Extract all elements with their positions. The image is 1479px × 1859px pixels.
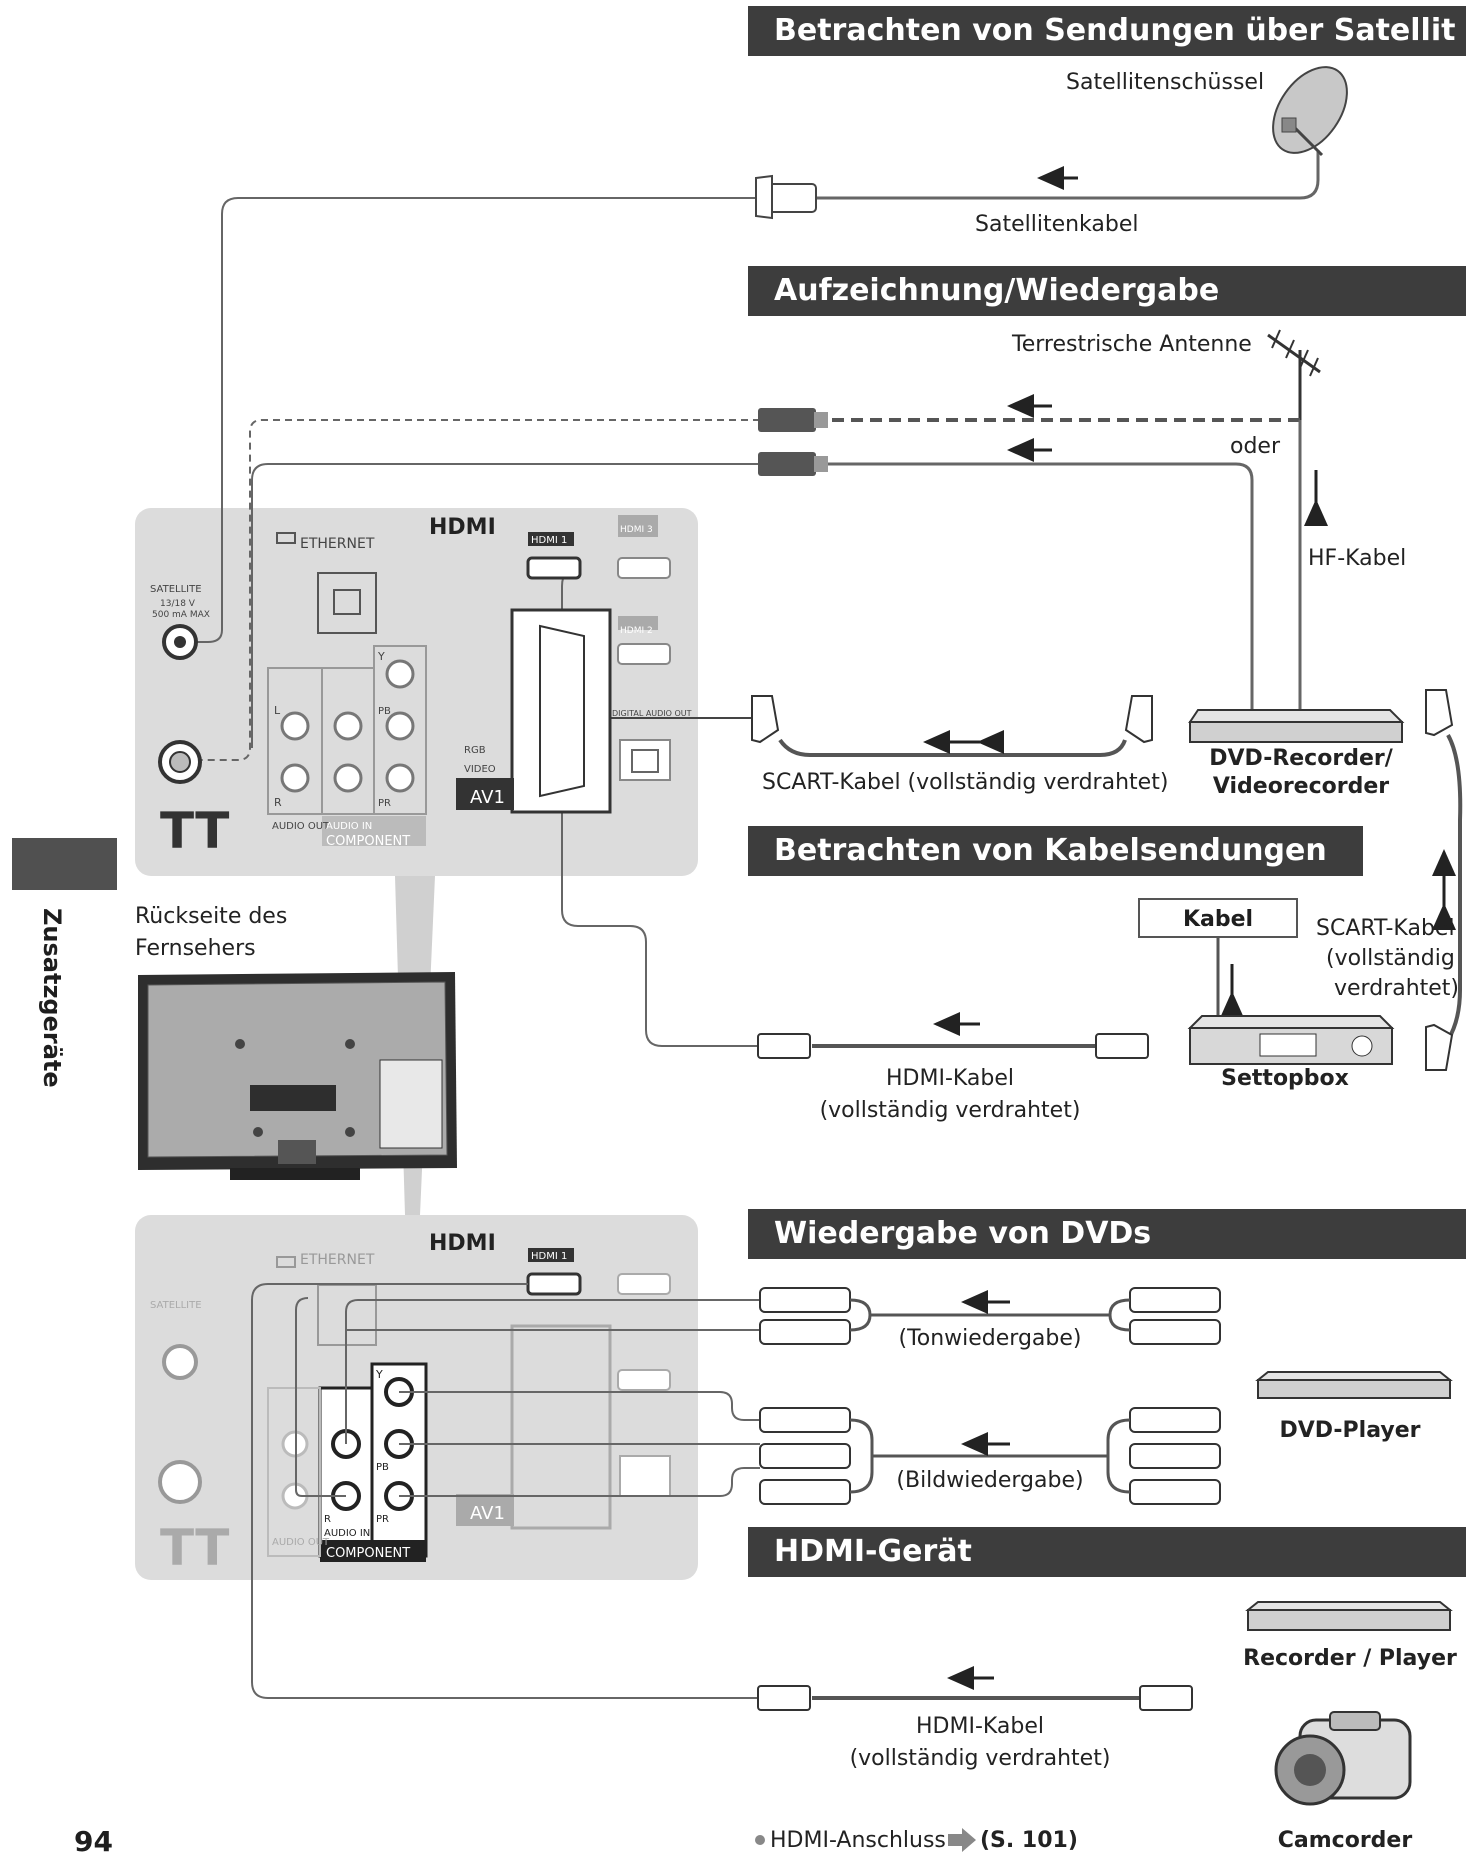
satellite-cable [196, 150, 1320, 643]
hdmi3-label: HDMI 3 [620, 525, 653, 535]
ethernet-label-2: ETHERNET [300, 1252, 375, 1268]
hdmi2-label: HDMI 2 [620, 626, 653, 636]
header-satellite: Betrachten von Sendungen über Satellit [748, 6, 1466, 56]
svg-text:TT: TT [160, 802, 229, 860]
hdmi2-cable-label-1: HDMI-Kabel [915, 1714, 1045, 1739]
rca-audio-cables [295, 1287, 1221, 1497]
scart-cable-settop [1425, 689, 1463, 1071]
satellite-cable-label: Satellitenkabel [975, 212, 1139, 237]
page-number: 94 [74, 1825, 113, 1858]
satellite-spec-2: 500 mA MAX [152, 610, 210, 620]
hdmi-cable-label-2: (vollständig verdrahtet) [819, 1098, 1081, 1123]
header-hdmi: HDMI-Gerät [748, 1527, 1466, 1577]
audio-playback-label: (Tonwiedergabe) [898, 1326, 1082, 1351]
port-r-label: R [274, 796, 282, 809]
hdmi-logo-label-2: HDMI [429, 1231, 496, 1256]
hdmi-cable-label-1: HDMI-Kabel [885, 1066, 1015, 1091]
scart2-label-2: (vollständig [1326, 946, 1455, 971]
audio-in-label: AUDIO IN [326, 821, 372, 832]
panel-bottom-ports: TT [158, 1248, 671, 1577]
hdmi1-label-2: HDMI 1 [531, 1251, 567, 1262]
audio-out-label: AUDIO OUT [272, 821, 330, 832]
bullet-icon [755, 1835, 765, 1845]
camcorder-label: Camcorder [1277, 1828, 1413, 1853]
header-cable: Betrachten von Kabelsendungen [748, 826, 1363, 876]
dvd-recorder-label-1: DVD-Recorder/ [1209, 746, 1393, 771]
hdmi1-label: HDMI 1 [531, 535, 567, 546]
rca-video-cables [399, 1391, 1221, 1505]
dvd-player-label: DVD-Player [1279, 1418, 1421, 1443]
hdmi-ref-arrow-icon [948, 1828, 976, 1852]
recorder-player-icon [1245, 1601, 1453, 1631]
port-y-label-2: Y [375, 1368, 383, 1381]
header-recording: Aufzeichnung/Wiedergabe [748, 266, 1466, 316]
antenna-label: Terrestrische Antenne [1012, 332, 1252, 357]
scart2-label-1: SCART-Kabel [1316, 916, 1455, 941]
camcorder-icon [1274, 1711, 1412, 1806]
dvd-recorder-label-2: Videorecorder [1212, 774, 1390, 799]
dvd-player-icon [1255, 1371, 1453, 1399]
scart-cable-tv [580, 695, 1153, 757]
audio-in-label-2: AUDIO IN [324, 1528, 370, 1539]
rgb-label: RGB [464, 745, 486, 756]
side-tab-marker [12, 838, 117, 890]
settop-label: Settopbox [1221, 1066, 1349, 1091]
header-dvd: Wiedergabe von DVDs [748, 1209, 1466, 1259]
port-y-label: Y [377, 650, 385, 663]
tv-back-icon [138, 972, 457, 1180]
ethernet-label: ETHERNET [300, 536, 375, 552]
panel-top-ports: TT [158, 515, 671, 860]
recorder-player-label: Recorder / Player [1243, 1646, 1457, 1671]
tv-back-label-2: Fernsehers [135, 936, 256, 961]
or-label: oder [1230, 434, 1281, 459]
port-l-label: L [274, 704, 281, 717]
satellite-dish-icon [1272, 66, 1348, 157]
dish-label: Satellitenschüssel [1066, 70, 1265, 95]
rf-cable-label: HF-Kabel [1308, 546, 1407, 571]
hdmi-ref-page-link[interactable]: (S. 101) [980, 1828, 1078, 1853]
satellite-port-label-2: SATELLITE [150, 1300, 202, 1311]
port-pb-label-2: PB [376, 1462, 389, 1473]
hdmi2-cable-label-2: (vollständig verdrahtet) [849, 1746, 1111, 1771]
av1-label-2: AV1 [470, 1503, 505, 1524]
audio-out-label-2: AUDIO OUT [272, 1537, 330, 1548]
hdmi-cable-settop [561, 567, 1149, 1059]
cable-source-box: Kabel [1138, 898, 1298, 938]
port-pb-label: PB [378, 706, 391, 717]
component-label-2: COMPONENT [326, 1546, 410, 1561]
component-label: COMPONENT [326, 834, 410, 849]
satellite-port-label: SATELLITE [150, 584, 202, 595]
hdmi-cable-device [251, 1283, 1193, 1711]
settop-box-icon [1187, 1015, 1395, 1065]
video-label: VIDEO [464, 764, 496, 775]
port-pr-label: PR [378, 798, 391, 809]
satellite-spec-1: 13/18 V [160, 599, 196, 609]
hdmi-ref-text: HDMI-Anschluss [770, 1828, 946, 1853]
rf-cable-solid [251, 420, 1328, 748]
port-r-label-2: R [324, 1514, 331, 1525]
hdmi-logo-label: HDMI [429, 515, 496, 540]
scart-cable-label: SCART-Kabel (vollständig verdrahtet) [762, 770, 1169, 795]
av1-label: AV1 [470, 787, 505, 808]
dvd-recorder-icon [1188, 709, 1405, 743]
tv-back-label-1: Rückseite des [135, 904, 288, 929]
svg-text:TT: TT [160, 1519, 229, 1577]
rf-cable-dashed [196, 394, 1300, 761]
scart2-label-3: verdrahtet) [1334, 976, 1460, 1001]
video-playback-label: (Bildwiedergabe) [896, 1468, 1084, 1493]
digital-audio-label: DIGITAL AUDIO OUT [612, 709, 692, 718]
port-pr-label-2: PR [376, 1514, 389, 1525]
terrestrial-antenna-icon [1267, 329, 1321, 420]
